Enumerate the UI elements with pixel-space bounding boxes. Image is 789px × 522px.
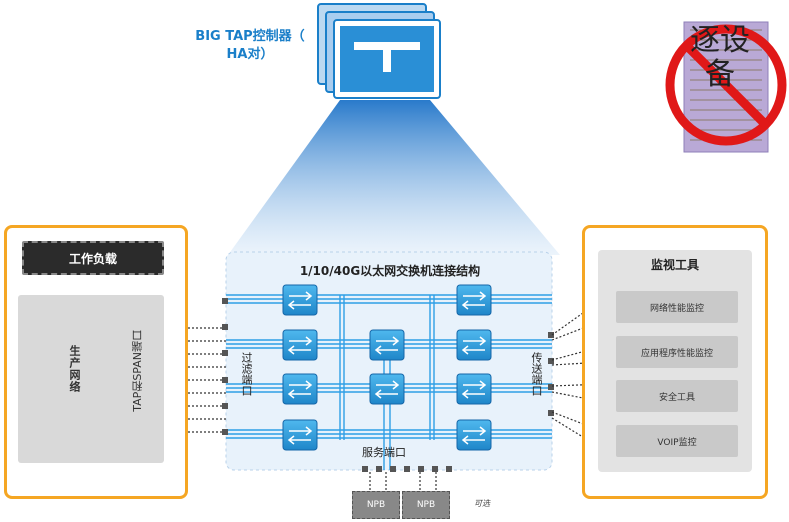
fabric-title: 1/10/40G以太网交换机连接结构 [299, 264, 481, 278]
monitor-stack-icon [317, 3, 441, 99]
no-device-text: 逐设备 [690, 23, 750, 92]
optional-label: 可选 [474, 499, 490, 508]
controller-label: BIG TAP控制器（ HA对） [180, 28, 320, 64]
controller-label-line2: HA对） [226, 47, 274, 62]
prohibited-sign-icon [665, 21, 787, 153]
workload-box: 工作负载 [22, 241, 164, 275]
filter-ports-label: 过滤端口 [240, 352, 253, 396]
switch-arrows [287, 291, 487, 445]
tool-voip: VOIP监控 [616, 425, 738, 457]
tool-network-performance: 网络性能监控 [616, 291, 738, 323]
controller-label-line1: BIG TAP控制器（ [195, 29, 305, 44]
npb-box: NPB [352, 491, 400, 519]
monitoring-tools-title: 监视工具 [650, 258, 699, 272]
tool-security: 安全工具 [616, 380, 738, 412]
service-ports-label: 服务端口 [362, 446, 406, 459]
production-network-panel [18, 295, 164, 463]
production-network-label: 生产网络 [68, 345, 81, 393]
controller-beam [228, 100, 560, 255]
tool-application-performance: 应用程序性能监控 [616, 336, 738, 368]
tap-span-label: TAP和SPAN端口 [131, 330, 144, 412]
npb-box: NPB [402, 491, 450, 519]
delivery-ports-label: 传送端口 [530, 352, 543, 396]
tap-connections [33, 273, 226, 433]
